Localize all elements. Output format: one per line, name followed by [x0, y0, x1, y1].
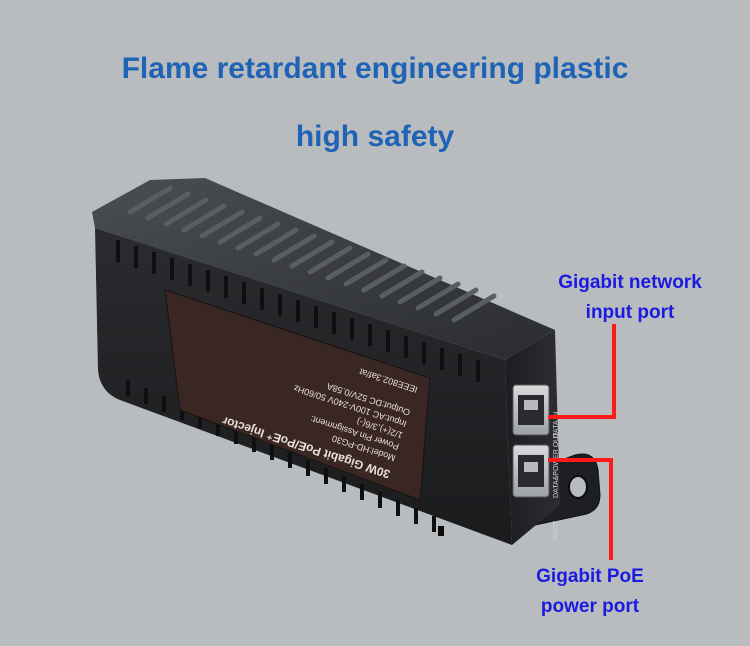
port-label-data-in: DATA IN — [553, 412, 560, 438]
led-indicator — [438, 526, 444, 536]
callout-line-input — [548, 324, 616, 419]
callout-poe-line-2: power port — [540, 596, 640, 617]
label-plate — [164, 289, 431, 501]
rj45-port-poe — [512, 444, 550, 498]
callout-poe-line-1: Gigabit PoE — [536, 566, 644, 587]
callout-input-line-1: Gigabit network — [558, 272, 702, 293]
mounting-hole — [568, 475, 588, 499]
callout-poe-port: Gigabit PoE power port — [505, 562, 675, 622]
headline-line-1: Flame retardant engineering plastic — [121, 52, 629, 85]
rj45-port-input — [512, 384, 550, 436]
front-vents — [116, 240, 480, 382]
callout-input-line-2: input port — [585, 302, 675, 323]
headline-line-2: high safety — [295, 120, 455, 153]
port-label-port: PORT — [553, 520, 560, 540]
top-vents — [127, 185, 497, 323]
port-label-data-power-out: DATA&POWER OUT — [553, 432, 560, 498]
callout-line-poe — [548, 458, 613, 560]
callout-input-port: Gigabit network input port — [535, 268, 725, 328]
